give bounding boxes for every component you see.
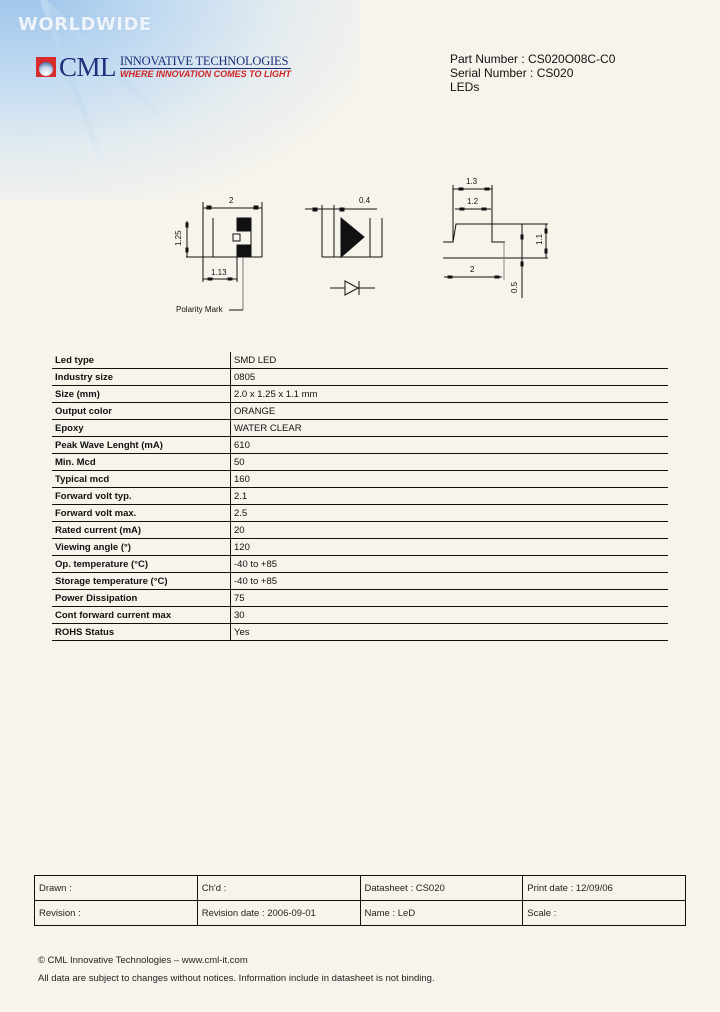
spec-value: -40 to +85 — [230, 555, 668, 573]
spec-label: Peak Wave Lenght (mA) — [52, 436, 231, 454]
spec-label: Cont forward current max — [52, 606, 231, 624]
sunburst-logo-icon — [36, 57, 56, 77]
checked-field: Ch'd : — [196, 875, 361, 901]
spec-label: Storage temperature (°C) — [52, 572, 231, 590]
dim-base: 0.5 — [510, 281, 519, 293]
logo-brand: CML — [59, 52, 117, 82]
table-row: Op. temperature (°C)-40 to +85 — [52, 555, 668, 573]
logo-tagline-top: INNOVATIVE TECHNOLOGIES — [120, 53, 289, 68]
top-view-drawing — [185, 202, 263, 311]
copyright-text: © CML Innovative Technologies – www.cml-… — [38, 955, 248, 966]
print-date-field: Print date : 12/09/06 — [522, 875, 686, 901]
technical-drawing: 2 1.25 1.13 Polarity Mark 0.4 — [0, 0, 720, 340]
datasheet-field: Datasheet : CS020 — [359, 875, 524, 901]
spec-value: 120 — [230, 538, 668, 556]
side-view-drawing — [443, 185, 548, 298]
spec-value: 2.0 x 1.25 x 1.1 mm — [230, 385, 668, 403]
spec-label: Min. Mcd — [52, 453, 231, 471]
table-row: Viewing angle (°)120 — [52, 538, 668, 556]
spec-value: 610 — [230, 436, 668, 454]
spec-label: Power Dissipation — [52, 589, 231, 607]
spec-label: Op. temperature (°C) — [52, 555, 231, 573]
polarity-mark-label: Polarity Mark — [176, 305, 224, 314]
header-banner: WORLDWIDE CML INNOVATIVE TECHNOLOGIES WH… — [0, 0, 720, 200]
product-category: LEDs — [450, 80, 480, 94]
spec-label: Viewing angle (°) — [52, 538, 231, 556]
serial-number: Serial Number : CS020 — [450, 66, 574, 80]
spec-value: 2.5 — [230, 504, 668, 522]
dim-offset: 1.13 — [211, 268, 227, 277]
dim-top-width: 1.3 — [466, 177, 478, 186]
revision-field: Revision : — [34, 900, 198, 926]
table-row: Forward volt typ.2.1 — [52, 487, 668, 505]
disclaimer-text: All data are subject to changes without … — [38, 973, 435, 984]
part-info: Part Number : CS020O08C-C0 Serial Number… — [450, 52, 615, 94]
spec-label: Output color — [52, 402, 231, 420]
table-row: Size (mm)2.0 x 1.25 x 1.1 mm — [52, 385, 668, 403]
table-row: Forward volt max.2.5 — [52, 504, 668, 522]
logo-tagline-bottom: WHERE INNOVATION COMES TO LIGHT — [120, 67, 292, 79]
spec-value: 160 — [230, 470, 668, 488]
spec-label: Rated current (mA) — [52, 521, 231, 539]
spec-label: Forward volt max. — [52, 504, 231, 522]
spec-value: 50 — [230, 453, 668, 471]
spec-label: ROHS Status — [52, 623, 231, 641]
spec-label: Epoxy — [52, 419, 231, 437]
table-row: Peak Wave Lenght (mA)610 — [52, 436, 668, 454]
title-block: Drawn : Ch'd : Datasheet : CS020 Print d… — [34, 875, 686, 926]
dim-height: 1.25 — [174, 230, 183, 246]
spec-label: Size (mm) — [52, 385, 231, 403]
spec-value: 20 — [230, 521, 668, 539]
worldwide-watermark: WORLDWIDE — [18, 14, 152, 35]
spec-label: Forward volt typ. — [52, 487, 231, 505]
spec-value: 0805 — [230, 368, 668, 386]
dim-width: 2 — [229, 196, 234, 205]
spec-label: Industry size — [52, 368, 231, 386]
footer: © CML Innovative Technologies – www.cml-… — [38, 952, 435, 988]
spec-label: Led type — [52, 352, 231, 369]
drawn-field: Drawn : — [34, 875, 198, 901]
part-number: Part Number : CS020O08C-C0 — [450, 52, 616, 66]
table-row: Storage temperature (°C)-40 to +85 — [52, 572, 668, 590]
scale-field: Scale : — [522, 900, 686, 926]
name-field: Name : LeD — [359, 900, 524, 926]
spec-value: SMD LED — [230, 352, 668, 369]
spec-value: ORANGE — [230, 402, 668, 420]
world-map-background — [0, 0, 360, 200]
dim-length: 2 — [470, 265, 475, 274]
spec-label: Typical mcd — [52, 470, 231, 488]
bottom-view-drawing — [305, 205, 383, 296]
table-row: Rated current (mA)20 — [52, 521, 668, 539]
spec-value: 30 — [230, 606, 668, 624]
title-block-row: Drawn : Ch'd : Datasheet : CS020 Print d… — [34, 875, 686, 901]
company-logo: CML INNOVATIVE TECHNOLOGIES WHERE INNOVA… — [36, 52, 292, 82]
spec-value: 2.1 — [230, 487, 668, 505]
spec-value: 75 — [230, 589, 668, 607]
spec-value: WATER CLEAR — [230, 419, 668, 437]
dim-inner-width: 1.2 — [467, 197, 479, 206]
title-block-row: Revision : Revision date : 2006-09-01 Na… — [34, 900, 686, 926]
dim-height: 1.1 — [535, 233, 544, 245]
spec-value: Yes — [230, 623, 668, 641]
spec-value: -40 to +85 — [230, 572, 668, 590]
dim-pad: 0.4 — [359, 196, 371, 205]
revision-date-field: Revision date : 2006-09-01 — [196, 900, 361, 926]
